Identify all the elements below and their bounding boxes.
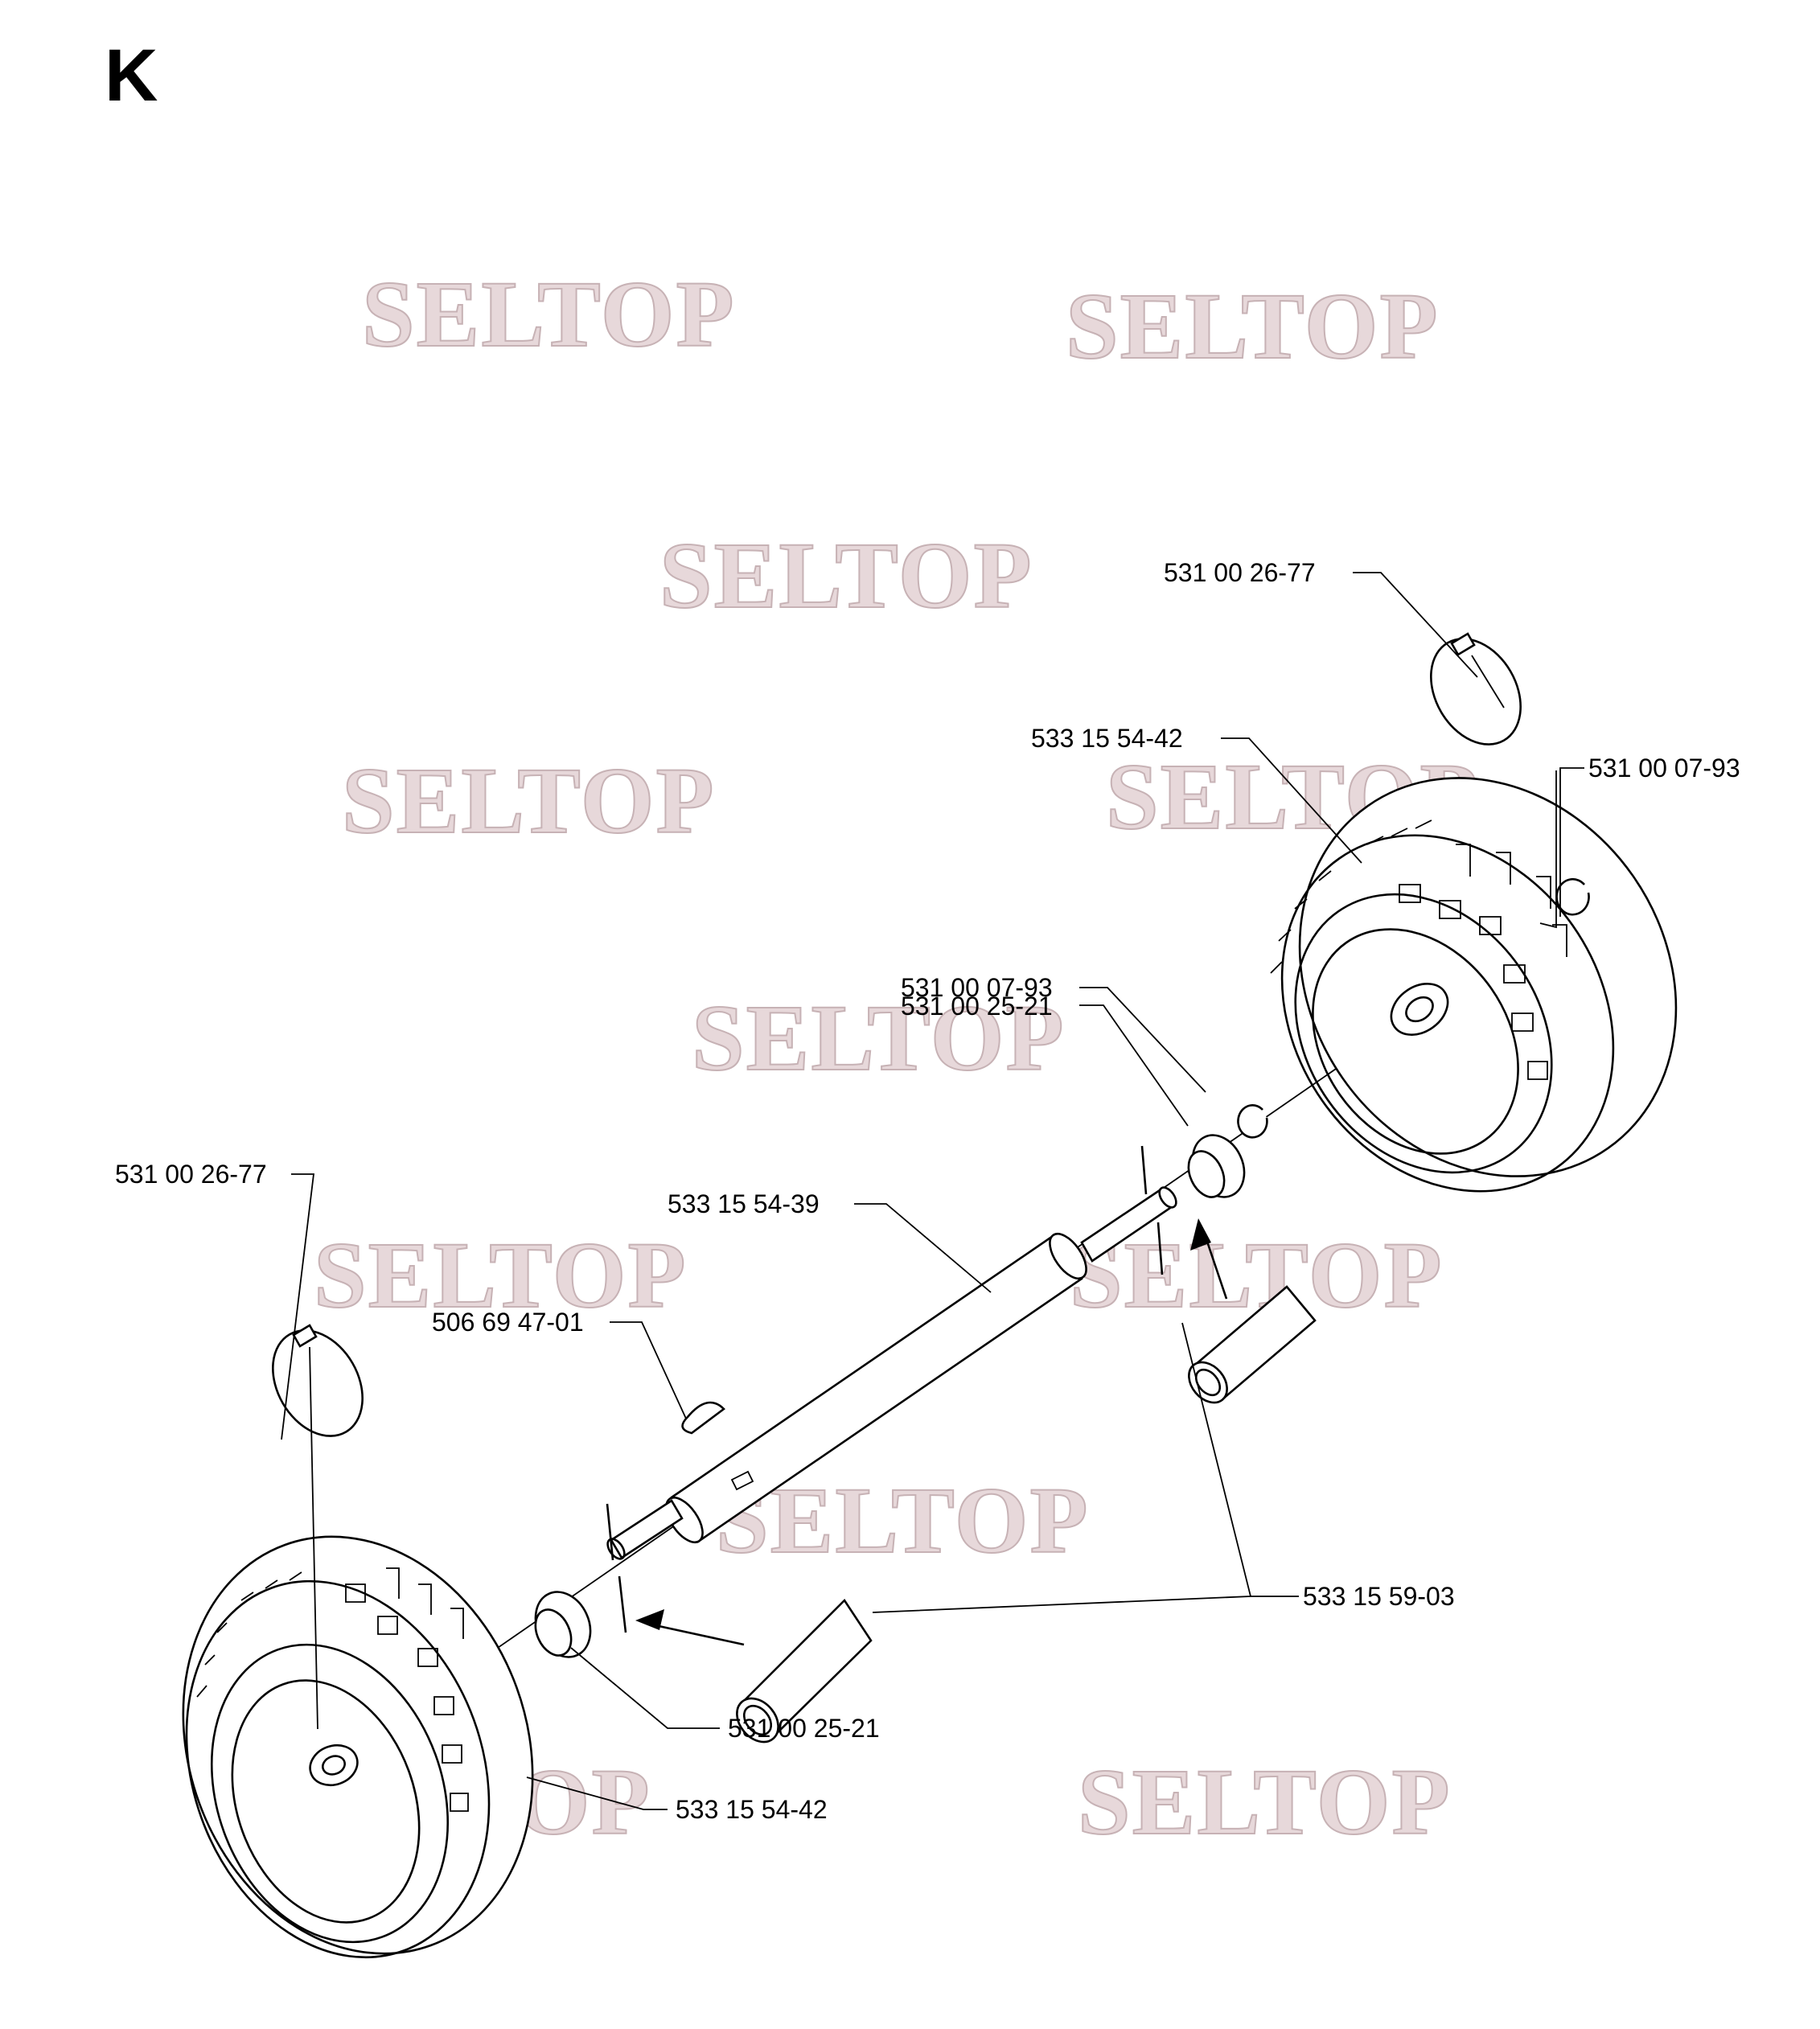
- label-wheel-right: 533 15 54-42: [1031, 724, 1183, 753]
- spacer-left: [736, 1598, 873, 1744]
- label-ring-right-outer: 531 00 07-93: [1588, 754, 1740, 782]
- watermark: SELTOP: [692, 985, 1066, 1090]
- linch-pin-left: [272, 1324, 364, 1730]
- label-bushing-left: 531 00 25-21: [728, 1714, 880, 1743]
- pin-mark-right-2: [1157, 1222, 1164, 1275]
- linch-pin-right: [1430, 632, 1522, 745]
- watermark: SELTOP: [314, 1222, 688, 1328]
- watermark: SELTOP: [1070, 1222, 1444, 1328]
- pin-mark-left-2: [618, 1575, 627, 1633]
- wheel-left: [182, 1535, 534, 1959]
- label-bushing-right: 531 00 25-21: [901, 992, 1053, 1021]
- label-spacer: 533 15 59-03: [1303, 1582, 1455, 1611]
- watermark: SELTOP: [362, 261, 736, 367]
- key-shape: [681, 1401, 725, 1435]
- pin-mark-left: [606, 1503, 614, 1561]
- pin-mark-right: [1140, 1145, 1148, 1195]
- watermark: SELTOP: [1078, 1749, 1452, 1854]
- label-ring-right-inner: 531 00 07-93: [901, 973, 1053, 1002]
- label-wheel-left: 533 15 54-42: [676, 1795, 828, 1824]
- watermarks: SELTOP SELTOP SELTOP SELTOP SELTOP SELTO…: [277, 261, 1479, 1855]
- wheel-right: [1270, 777, 1678, 1193]
- watermark: SELTOP: [342, 748, 716, 853]
- ring-right-outer: [1555, 877, 1590, 916]
- spacer-right: [1188, 1285, 1317, 1404]
- watermark: SELTOP: [659, 523, 1033, 628]
- bushing-right: [1187, 1134, 1246, 1198]
- label-linch-pin-right: 531 00 26-77: [1164, 558, 1316, 587]
- leader-lines: [281, 572, 1584, 1810]
- label-key: 506 69 47-01: [432, 1308, 584, 1337]
- watermark: SELTOP: [1066, 273, 1440, 379]
- axle-tube: [606, 1186, 1177, 1560]
- bushing-left: [534, 1591, 592, 1658]
- label-axle: 533 15 54-39: [668, 1189, 820, 1218]
- section-letter: K: [105, 35, 158, 117]
- label-linch-pin-left: 531 00 26-77: [115, 1160, 267, 1189]
- assembly-arrows: [635, 1218, 1228, 1646]
- ring-right-inner: [1237, 1104, 1268, 1139]
